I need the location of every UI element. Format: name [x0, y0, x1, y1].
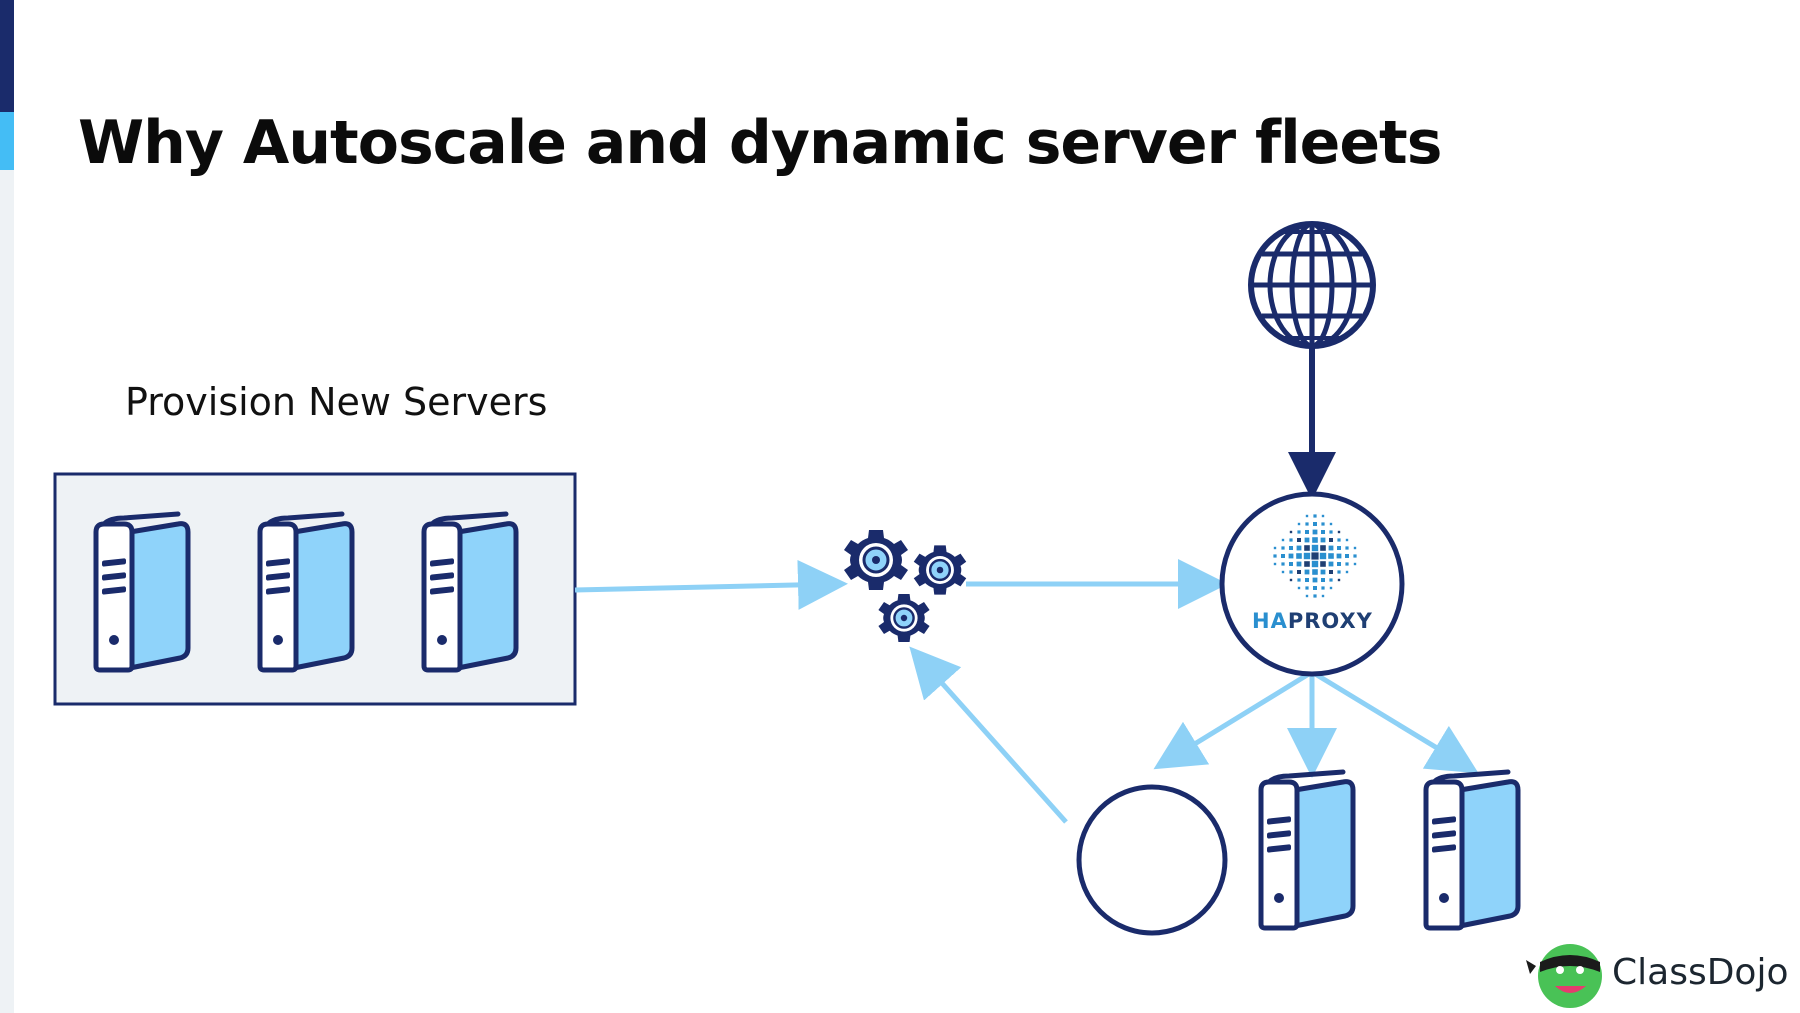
accent-bar-pale — [0, 170, 14, 1013]
slide-title: Why Autoscale and dynamic server fleets — [78, 108, 1442, 178]
server-icon — [1261, 772, 1353, 928]
server-icon — [260, 514, 352, 670]
haproxy-logo — [1273, 514, 1357, 598]
accent-bar-dark — [0, 0, 14, 112]
svg-text:HAPROXY: HAPROXY — [1252, 609, 1373, 633]
arrow-circle-to-gears — [909, 646, 1068, 824]
arrow-haproxy-to-server — [1310, 669, 1479, 774]
new-server-slot — [1076, 784, 1228, 936]
haproxy-node: HAPROXY — [1219, 491, 1405, 677]
arrow-haproxy-to-circle — [1153, 669, 1314, 770]
server-icon — [1426, 772, 1518, 928]
gears-icon — [842, 528, 968, 644]
arrow-provision-to-gears — [574, 559, 848, 610]
server-icon — [96, 514, 188, 670]
provision-label: Provision New Servers — [125, 380, 548, 424]
haproxy-text-ha: HA — [1252, 609, 1288, 633]
accent-bar-light — [0, 112, 14, 170]
brand-name: ClassDojo — [1612, 952, 1789, 993]
classdojo-logo — [1526, 944, 1602, 1008]
haproxy-text-proxy: PROXY — [1288, 609, 1373, 633]
globe-icon — [1248, 221, 1376, 349]
server-icon — [424, 514, 516, 670]
